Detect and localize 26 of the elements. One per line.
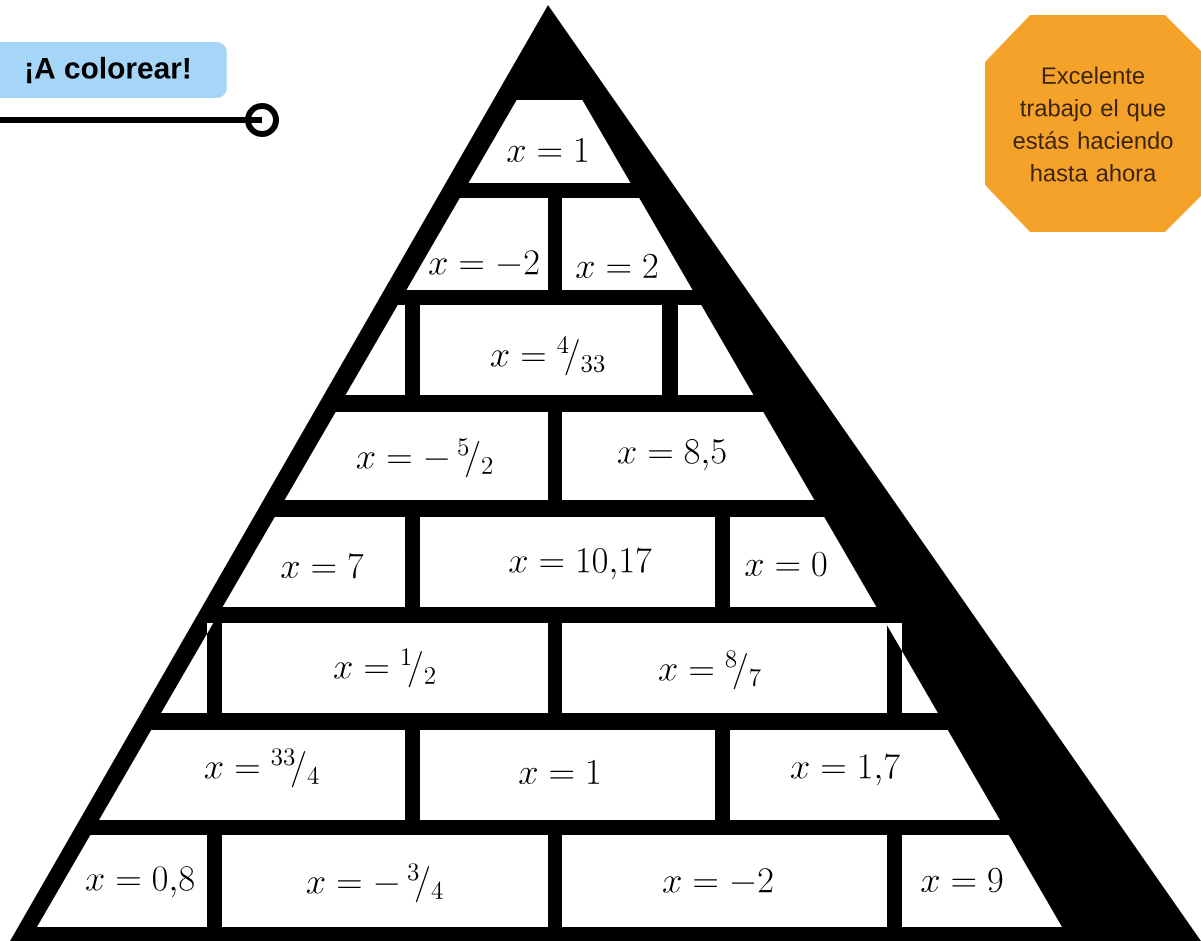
brick: $x = 1$: [420, 730, 715, 820]
node-label: $x = {}^{33}\!/_{4}$: [204, 748, 319, 788]
brick: $x = {}^{1}\!/_{2}$: [222, 623, 548, 713]
title-box: ¡A colorear!: [0, 42, 227, 98]
brick: $x = 1$: [468, 100, 631, 183]
brick: $x = -\,{}^{5}\!/_{2}$: [284, 412, 548, 500]
empty-brick: [345, 305, 405, 395]
brick: $x = 10{,}17$: [420, 517, 715, 607]
brick: $x = -\,{}^{3}\!/_{4}$: [222, 835, 548, 927]
empty-brick: [885, 623, 938, 713]
node-label: $x = -2$: [429, 250, 539, 275]
empty-brick: [161, 623, 214, 713]
brick: $x = {}^{33}\!/_{4}$: [99, 730, 405, 820]
brick: $x = 2$: [562, 198, 693, 290]
empty-brick: [678, 305, 754, 395]
node-label: $x = 0{,}8$: [85, 866, 194, 898]
node-label: $x = -\,{}^{5}\!/_{2}$: [356, 438, 493, 478]
node-label: $x = 7$: [281, 553, 364, 579]
brick: $x = 0$: [730, 517, 877, 607]
brick: $x = {}^{4}\!/_{33}$: [420, 305, 662, 395]
brick: $x = 7$: [222, 517, 405, 607]
brick: $x = -2$: [562, 835, 887, 927]
brick: $x = 9$: [902, 835, 1062, 927]
brick: $x = -2$: [406, 198, 548, 290]
octagon-badge: Excelente trabajo el que estás haciendo hasta ahora: [985, 15, 1201, 232]
brick: $x = 0{,}8$: [37, 835, 207, 927]
